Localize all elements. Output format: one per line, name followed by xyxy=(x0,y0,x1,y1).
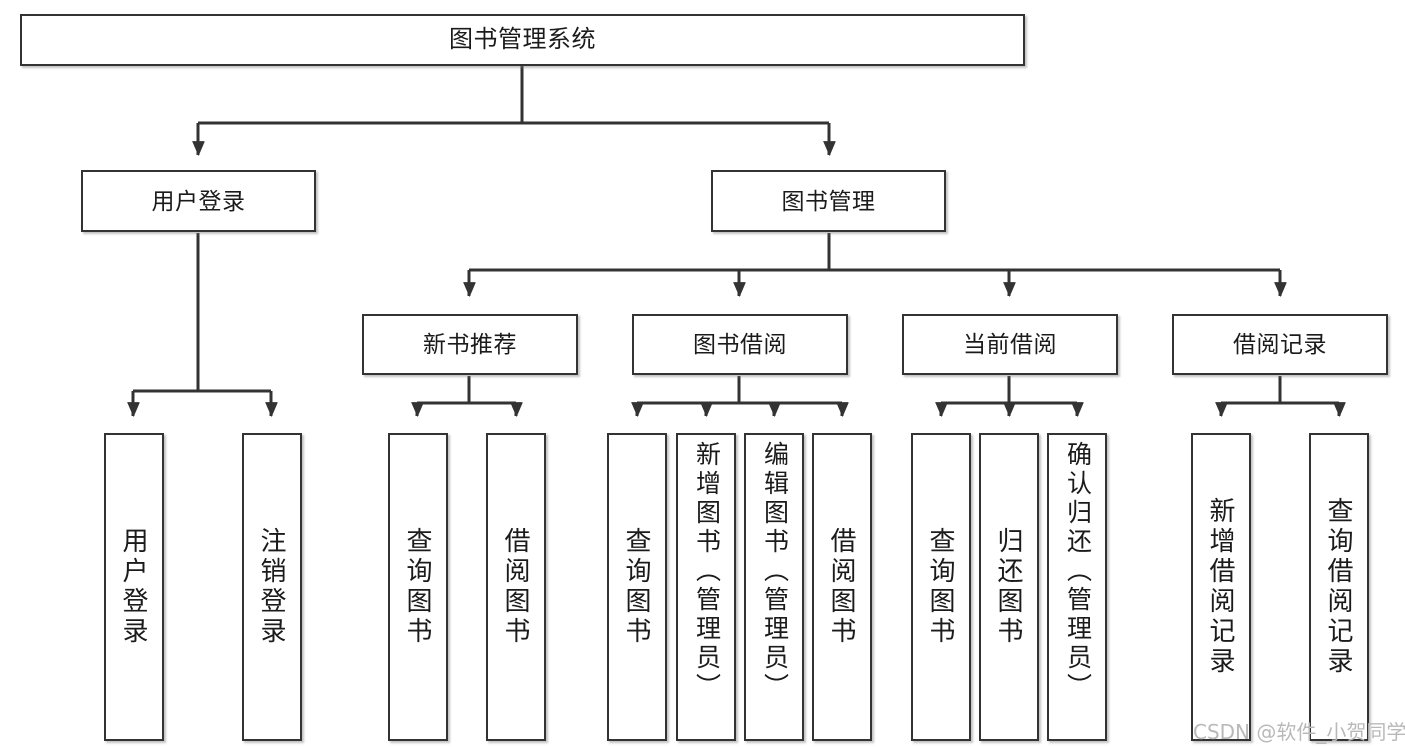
leaf-query-book-current[interactable]: 查询图书 xyxy=(911,433,971,741)
leaf-logout[interactable]: 注销登录 xyxy=(242,433,302,741)
node-label: 图书管理 xyxy=(781,187,876,214)
node-label: 图书借阅 xyxy=(693,331,787,358)
leaf-query-book-new[interactable]: 查询图书 xyxy=(388,433,448,741)
leaf-add-book-admin[interactable]: 新增图书（管理员） xyxy=(676,433,736,741)
node-label: 确认归还（管理员） xyxy=(1063,441,1092,702)
leaf-query-book-borrow[interactable]: 查询图书 xyxy=(607,433,667,741)
node-label: 查询图书 xyxy=(926,527,956,647)
node-label: 用户登录 xyxy=(151,187,246,214)
node-current-borrowing[interactable]: 当前借阅 xyxy=(902,314,1118,375)
node-label: 查询借阅记录 xyxy=(1324,497,1354,677)
node-label: 新增借阅记录 xyxy=(1206,497,1236,677)
leaf-add-borrow-record[interactable]: 新增借阅记录 xyxy=(1191,433,1251,741)
node-label: 借阅记录 xyxy=(1233,331,1327,358)
node-borrowing-records[interactable]: 借阅记录 xyxy=(1172,314,1388,375)
node-label: 用户登录 xyxy=(119,527,149,647)
node-label: 查询图书 xyxy=(403,527,433,647)
leaf-borrow-book[interactable]: 借阅图书 xyxy=(812,433,872,741)
leaf-return-book[interactable]: 归还图书 xyxy=(979,433,1039,741)
leaf-borrow-book-new[interactable]: 借阅图书 xyxy=(486,433,546,741)
leaf-confirm-return-admin[interactable]: 确认归还（管理员） xyxy=(1047,433,1107,741)
node-user-login[interactable]: 用户登录 xyxy=(81,170,316,232)
node-book-management[interactable]: 图书管理 xyxy=(711,170,946,232)
node-label: 注销登录 xyxy=(257,527,287,647)
node-label: 图书管理系统 xyxy=(449,26,596,54)
node-book-borrowing[interactable]: 图书借阅 xyxy=(632,314,848,375)
node-label: 归还图书 xyxy=(994,527,1024,647)
node-label: 查询图书 xyxy=(622,527,652,647)
node-label: 当前借阅 xyxy=(963,331,1057,358)
watermark-text: CSDN @软件_小贺同学 xyxy=(1193,720,1405,744)
node-label: 编辑图书（管理员） xyxy=(760,441,789,702)
leaf-user-login[interactable]: 用户登录 xyxy=(104,433,164,741)
node-label: 新增图书（管理员） xyxy=(692,441,721,702)
node-label: 借阅图书 xyxy=(501,527,531,647)
leaf-query-borrow-record[interactable]: 查询借阅记录 xyxy=(1309,433,1369,741)
node-label: 新书推荐 xyxy=(423,331,517,358)
node-root-book-management-system[interactable]: 图书管理系统 xyxy=(20,14,1025,66)
node-new-book-recommendation[interactable]: 新书推荐 xyxy=(362,314,578,375)
node-label: 借阅图书 xyxy=(827,527,857,647)
leaf-edit-book-admin[interactable]: 编辑图书（管理员） xyxy=(744,433,804,741)
